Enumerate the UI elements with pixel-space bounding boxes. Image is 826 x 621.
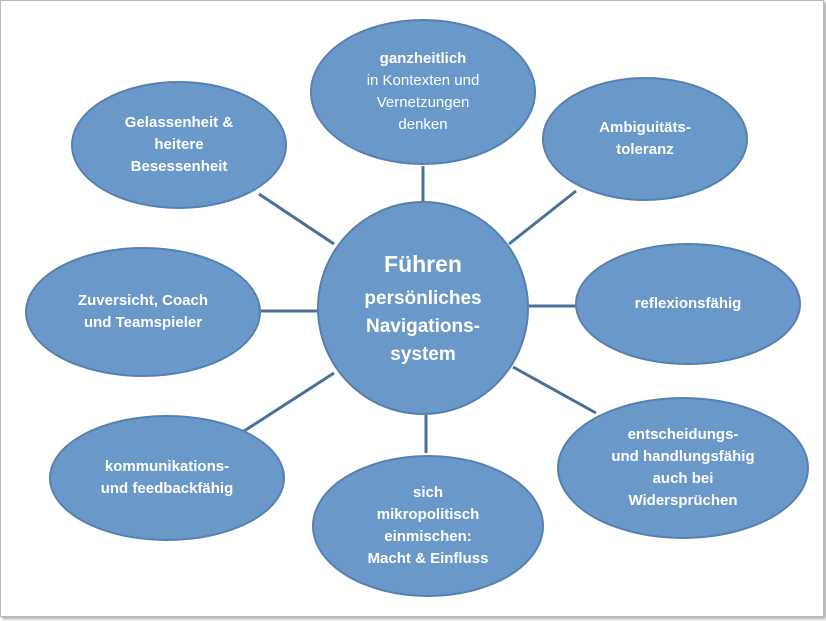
node-line: und Teamspieler — [83, 314, 203, 331]
node-line: Macht & Einfluss — [367, 550, 489, 567]
node-line: kommunikations- — [104, 458, 230, 475]
node-line: sich — [412, 484, 443, 501]
node-reflexion: reflexionsfähig — [575, 243, 801, 365]
connector-entscheidung — [512, 365, 597, 415]
center-title: Führen — [384, 251, 462, 277]
connector-gelassenheit — [258, 192, 335, 246]
connector-ambiguitaet — [508, 189, 577, 246]
node-line: Gelassenheit & — [124, 114, 234, 131]
node-line: heitere — [154, 136, 204, 153]
node-line: toleranz — [616, 141, 674, 158]
connector-kommunikation — [240, 371, 335, 435]
node-line: und handlungsfähig — [611, 448, 755, 465]
node-gelassenheit: Gelassenheit & heitere Besessenheit — [71, 81, 287, 209]
node-line: Besessenheit — [130, 158, 228, 175]
center-line: Navigations- — [365, 316, 481, 337]
node-entscheidung: entscheidungs- und handlungsfähig auch b… — [557, 397, 809, 539]
node-line: Widersprüchen — [628, 492, 738, 509]
node-ganzheitlich: ganzheitlich in Kontexten und Vernetzung… — [310, 19, 536, 165]
node-line: entscheidungs- — [627, 426, 739, 443]
node-line: ganzheitlich — [379, 50, 467, 67]
node-line: mikropolitisch — [376, 506, 480, 523]
center-line: persönliches — [364, 288, 482, 309]
node-line: denken — [398, 116, 448, 133]
node-line: auch bei — [652, 470, 714, 487]
node-line: in Kontexten und — [366, 72, 480, 89]
node-line: einmischen: — [384, 528, 472, 545]
node-line: reflexionsfähig — [634, 295, 742, 312]
center-node-fuehren: Führen persönliches Navigations- system — [317, 201, 529, 415]
node-line: Vernetzungen — [376, 94, 470, 111]
center-line: system — [390, 344, 456, 365]
node-line: Zuversicht, Coach — [77, 292, 209, 309]
node-zuversicht: Zuversicht, Coach und Teamspieler — [25, 247, 261, 377]
node-line: Ambiguitäts- — [599, 119, 691, 136]
node-line: und feedbackfähig — [100, 480, 234, 497]
node-mikropolitisch: sich mikropolitisch einmischen: Macht & … — [312, 455, 544, 597]
node-kommunikation: kommunikations- und feedbackfähig — [49, 415, 285, 541]
node-ambiguitaet: Ambiguitäts- toleranz — [542, 77, 748, 201]
